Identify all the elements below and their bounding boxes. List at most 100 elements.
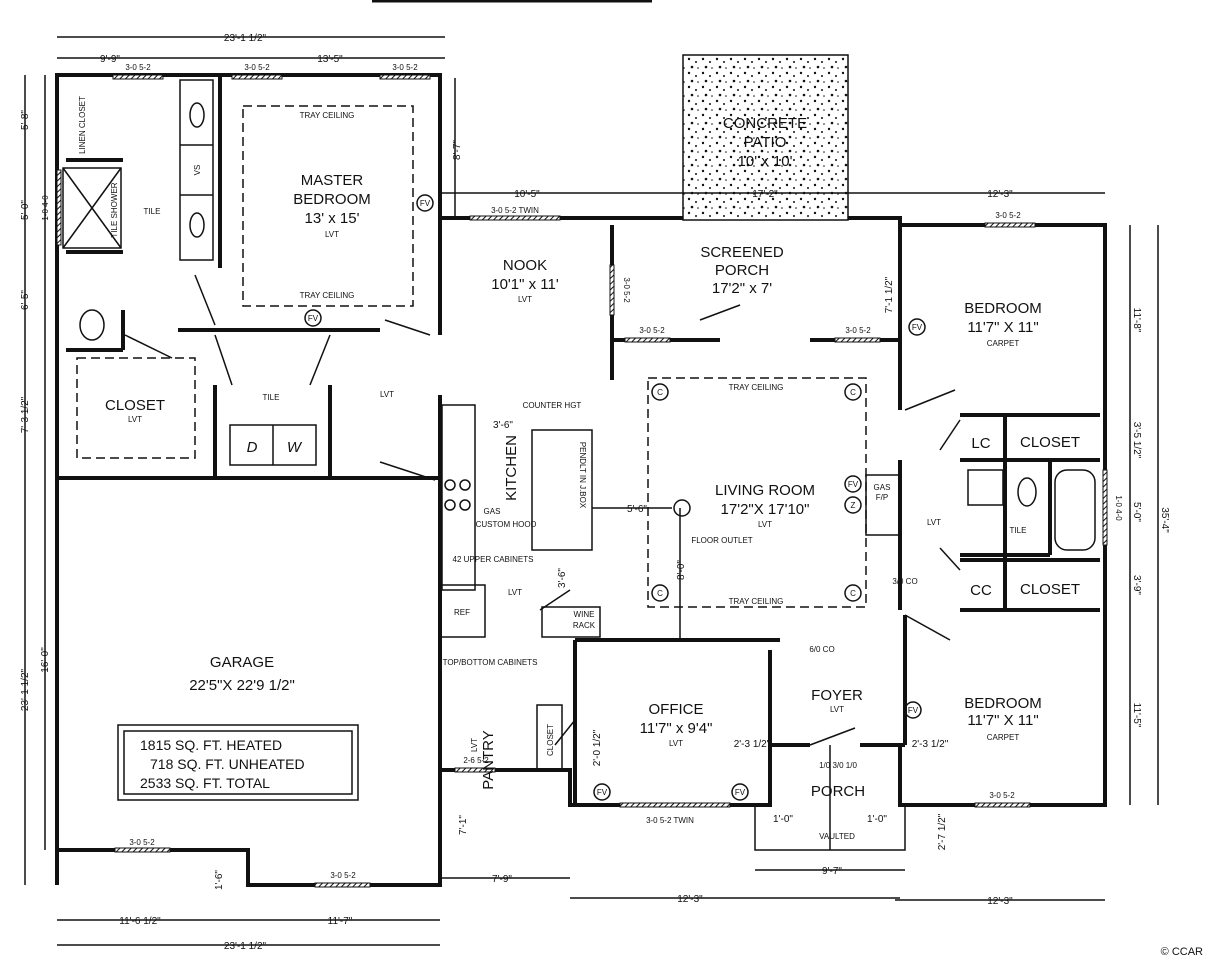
can-light-icon: C [657,388,663,397]
coat-closet-cc: CC [970,582,992,599]
patio-label: CONCRETE [723,115,807,132]
window-label: 3-0 5-2 [622,277,631,303]
bedroom-2-floor: CARPET [987,339,1020,348]
garage-label: GARAGE [210,654,274,671]
dimension-label: 2'-3 1/2" [734,739,771,750]
window-label: 3-0 5-2 TWIN [646,816,694,825]
window-label: 3-0 5-2 TWIN [491,206,539,215]
dimension-label: 3'-5 1/2" [1131,422,1142,459]
dimension-label: 1'-6" [214,870,225,890]
dimension-label: 7'-1 1/2" [884,276,895,313]
dimension-label: 2'-7 1/2" [937,813,948,850]
pantry-label: PANTRY [480,730,497,789]
dimension-label: 8'-7" [452,140,463,160]
door-3-0-label: 3/0 CO [892,577,917,586]
master-floor: LVT [325,230,339,239]
dimension-label: 5'-8" [20,110,31,130]
master-closet-label: CLOSET [105,397,165,414]
can-light-icon: C [850,388,856,397]
master-tray-ceiling [242,105,414,307]
fan-icon: FV [735,788,746,797]
dimension-label: 12'-3" [987,896,1013,907]
nook-size: 10'1" x 11' [491,276,559,293]
foyer-floor: LVT [830,705,844,714]
kitchen-floor: LVT [508,588,522,597]
dimension-label: 17'-2" [752,189,778,200]
counter-height-label: COUNTER HGT [523,401,582,410]
vaulted-label: VAULTED [819,832,855,841]
dimension-label: 1'-0" [773,814,793,825]
fan-icon: FV [912,323,923,332]
gas-fireplace-label: GAS [874,483,891,492]
square-footage-box: 1815 SQ. FT. HEATED 718 SQ. FT. UNHEATED… [117,724,359,801]
fan-icon: FV [420,199,431,208]
window-label: 3-0 5-2 [244,63,270,72]
fan-icon: FV [848,480,859,489]
closet-label: CLOSET [1020,434,1080,451]
pantry-cabinets-label: TOP/BOTTOM CABINETS [443,658,538,667]
window-label: 3-0 5-2 [125,63,151,72]
hall-bath-floor: TILE [1010,526,1027,535]
dryer-label: D [247,439,258,456]
dimension-label: 12'-3" [987,189,1013,200]
office-label: OFFICE [649,701,704,718]
dimension-label: 11'-6 1/2" [119,916,161,927]
fixtures [62,79,1096,771]
dimension-label: 8'-0" [676,560,687,580]
bedroom-3-size: 11'7" X 11" [967,712,1038,729]
dimension-label: 7'-9" [492,874,512,885]
dimension-label: 3'-6" [493,420,513,431]
wine-rack-label: WINE [574,610,595,619]
office-size: 11'7" x 9'4" [640,720,713,737]
living-room-label: LIVING ROOM [715,482,815,499]
window-label: 3-0 5-2 [845,326,871,335]
dimension-label: 6'-5" [20,290,31,310]
door-6-0-label: 6/0 CO [809,645,834,654]
washer-label: W [287,439,303,456]
laundry-floor: TILE [263,393,280,402]
porch-door-label: 1/0 3/0 1/0 [819,761,857,770]
upper-cabinets-label: 42 UPPER CABINETS [453,555,534,564]
living-room-size: 17'2"X 17'10" [721,501,810,518]
closet-label: CLOSET [1020,581,1080,598]
foyer-label: FOYER [811,687,863,704]
bedroom-2-size: 11'7" X 11" [967,319,1038,336]
window-label: 1-0 4-0 [1114,495,1123,521]
hall-floor-right: LVT [927,518,941,527]
window-label: 3-0 5-2 [639,326,665,335]
fan-icon: FV [308,314,319,323]
linen-closet-lc: LC [971,435,990,452]
dimension-label: 23'-1 1/2" [20,668,31,711]
screened-porch-label-2: PORCH [715,262,769,279]
window-label: 2-6 5-2 [463,756,489,765]
pendant-label: PENDLT IN J.BOX [578,442,587,509]
bedroom-3-floor: CARPET [987,733,1020,742]
dimension-label: 11'-5" [1131,703,1142,728]
windows [56,74,1108,888]
patio-label-2: PATIO [744,134,787,151]
unheated-sqft: 718 SQ. FT. UNHEATED [150,756,305,772]
window-label: 3-0 5-2 [989,791,1015,800]
nook-floor: LVT [518,295,532,304]
can-light-icon: C [657,589,663,598]
screened-porch-label: SCREENED [700,244,784,261]
tray-ceiling-label: TRAY CEILING [729,383,784,392]
dimension-label: 3'-9" [1131,575,1142,595]
master-bedroom-label-2: BEDROOM [293,191,371,208]
office-closet-label: CLOSET [546,724,555,756]
living-floor: LVT [758,520,772,529]
copyright: © CCAR [1161,946,1203,958]
floor-outlet-label: FLOOR OUTLET [691,536,752,545]
dimension-label: 5'-0" [1131,502,1142,522]
master-closet-floor: LVT [128,415,142,424]
tray-ceiling-label: TRAY CEILING [729,597,784,606]
dimension-label: 12'-3" [677,894,703,905]
ceiling-fan-markers: FV FV FV FV FV FV FV Z C C C C [304,194,926,801]
tile-shower-label: TILE SHOWER [110,182,119,237]
heated-sqft: 1815 SQ. FT. HEATED [140,737,282,753]
dimension-label: 2'-0 1/2" [592,729,603,766]
dimension-label: 23'-1 1/2" [224,941,267,952]
patio-size: 10' x 10' [738,153,793,170]
dimension-lines [24,36,1159,946]
